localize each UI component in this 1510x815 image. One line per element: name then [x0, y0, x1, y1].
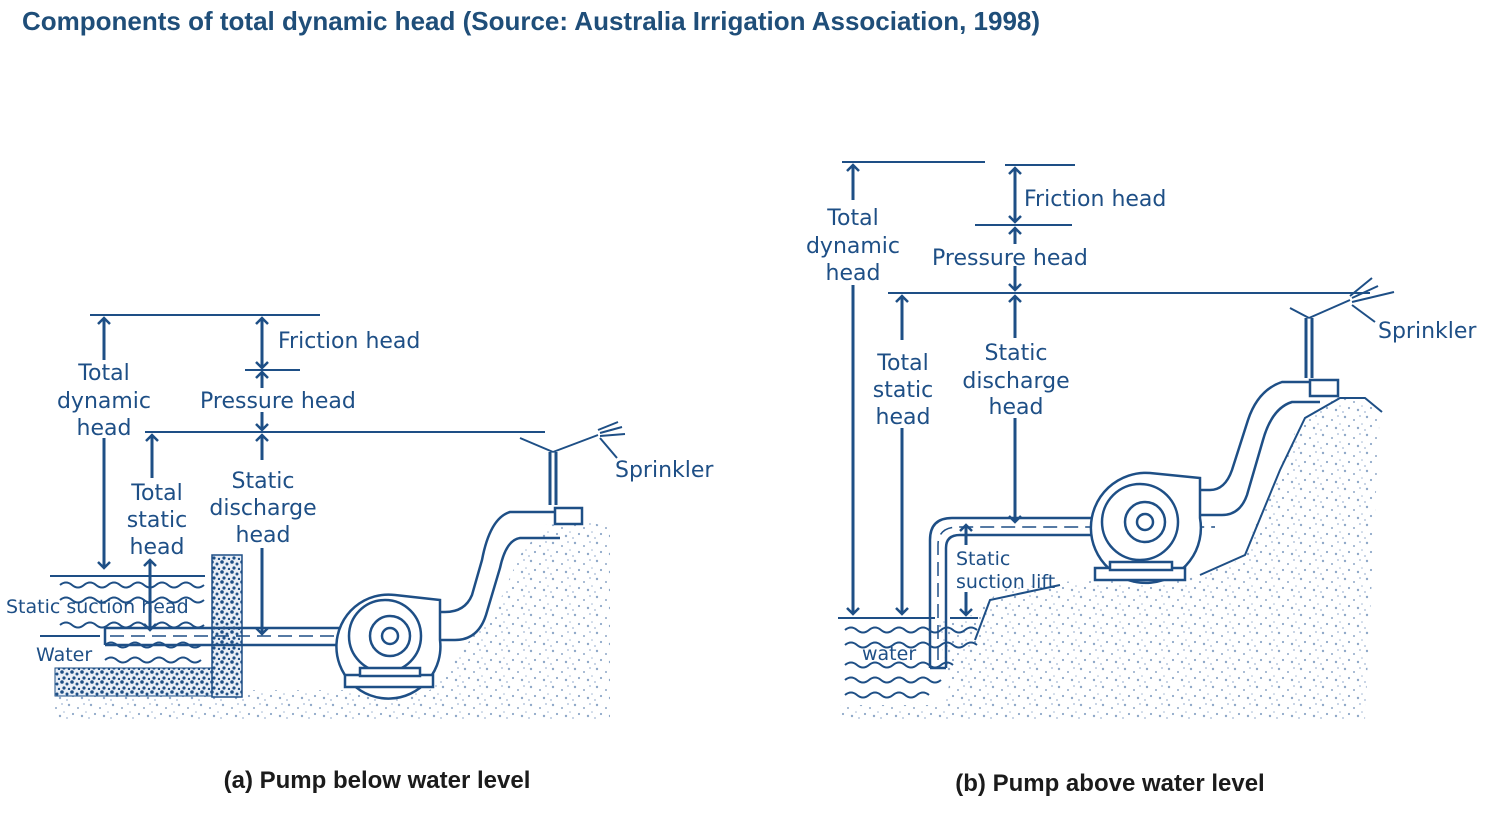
panel-b-sprinkler-label: Sprinkler [1378, 319, 1477, 344]
panel-b-suction-lift-label-1: Static [956, 548, 1010, 570]
panel-b-water-label: water [862, 643, 916, 665]
panel-b-tsh-label-2: static [873, 378, 933, 403]
panel-a-tsh-label-3: head [130, 535, 185, 560]
panel-b-caption: (b) Pump above water level [955, 770, 1264, 797]
panel-a-wall [211, 554, 243, 698]
panel-a-reservoir-bottom [54, 667, 241, 697]
panel-a-sdh-label-3: head [236, 523, 291, 548]
panel-b-sdh-label-1: Static [985, 341, 1048, 366]
panel-a-discharge-pipe [400, 510, 555, 614]
panel-b-tsh-label-1: Total [876, 351, 928, 376]
panel-b-sprinkler [1289, 277, 1395, 378]
panel-a-static-suction-head-label: Static suction head [6, 596, 189, 618]
panel-b-sdh-label-3: head [989, 395, 1044, 420]
panel-a: Friction head Pressure head Total dynami… [6, 314, 714, 794]
panel-b-sdh-label-2: discharge [962, 369, 1069, 394]
panel-b-water [838, 617, 978, 699]
panel-b-tsh-label-3: head [876, 405, 931, 430]
panel-b-tdh-label-3: head [826, 261, 881, 286]
panel-a-tsh-label-2: static [127, 508, 187, 533]
panel-b: Friction head Pressure head Total dynami… [806, 161, 1477, 797]
panel-a-pipe-flange [553, 506, 584, 526]
panel-a-friction-head-label: Friction head [278, 329, 420, 354]
panel-a-tdh-label-2: dynamic [57, 389, 151, 414]
panel-a-water [40, 575, 205, 664]
panel-b-discharge-pipe [1180, 380, 1315, 492]
panel-b-pump [1089, 471, 1203, 585]
panel-a-pressure-head-label: Pressure head [200, 389, 356, 414]
panel-b-pipe-flange [1308, 378, 1340, 398]
panel-b-discharge-pipe-inner [1190, 400, 1320, 517]
panel-a-discharge-pipe-inner [420, 536, 560, 642]
panel-a-sdh-label-1: Static [232, 469, 295, 494]
panel-b-suction-lift-label-2: suction lift [956, 571, 1055, 593]
panel-a-sprinkler-label: Sprinkler [615, 458, 714, 483]
panel-a-tsh-label-1: Total [130, 481, 182, 506]
panel-b-tdh-label-1: Total [826, 206, 878, 231]
panel-b-ground-edge [974, 397, 1383, 641]
panel-a-ground [55, 522, 610, 720]
figure-title: Components of total dynamic head (Source… [22, 6, 1041, 36]
panel-a-tdh-label-3: head [77, 416, 132, 441]
panel-b-suction-pipe [928, 516, 1215, 670]
panel-a-sprinkler [519, 421, 626, 505]
panel-a-sdh-label-2: discharge [209, 496, 316, 521]
panel-a-tdh-label-1: Total [77, 361, 129, 386]
panel-b-tdh-label-2: dynamic [806, 234, 900, 259]
panel-b-friction-head-label: Friction head [1024, 187, 1166, 212]
panel-a-water-label: Water [36, 644, 92, 666]
panel-a-pump [335, 593, 442, 700]
panel-a-caption: (a) Pump below water level [224, 767, 531, 794]
panel-b-pressure-head-label: Pressure head [932, 246, 1088, 271]
